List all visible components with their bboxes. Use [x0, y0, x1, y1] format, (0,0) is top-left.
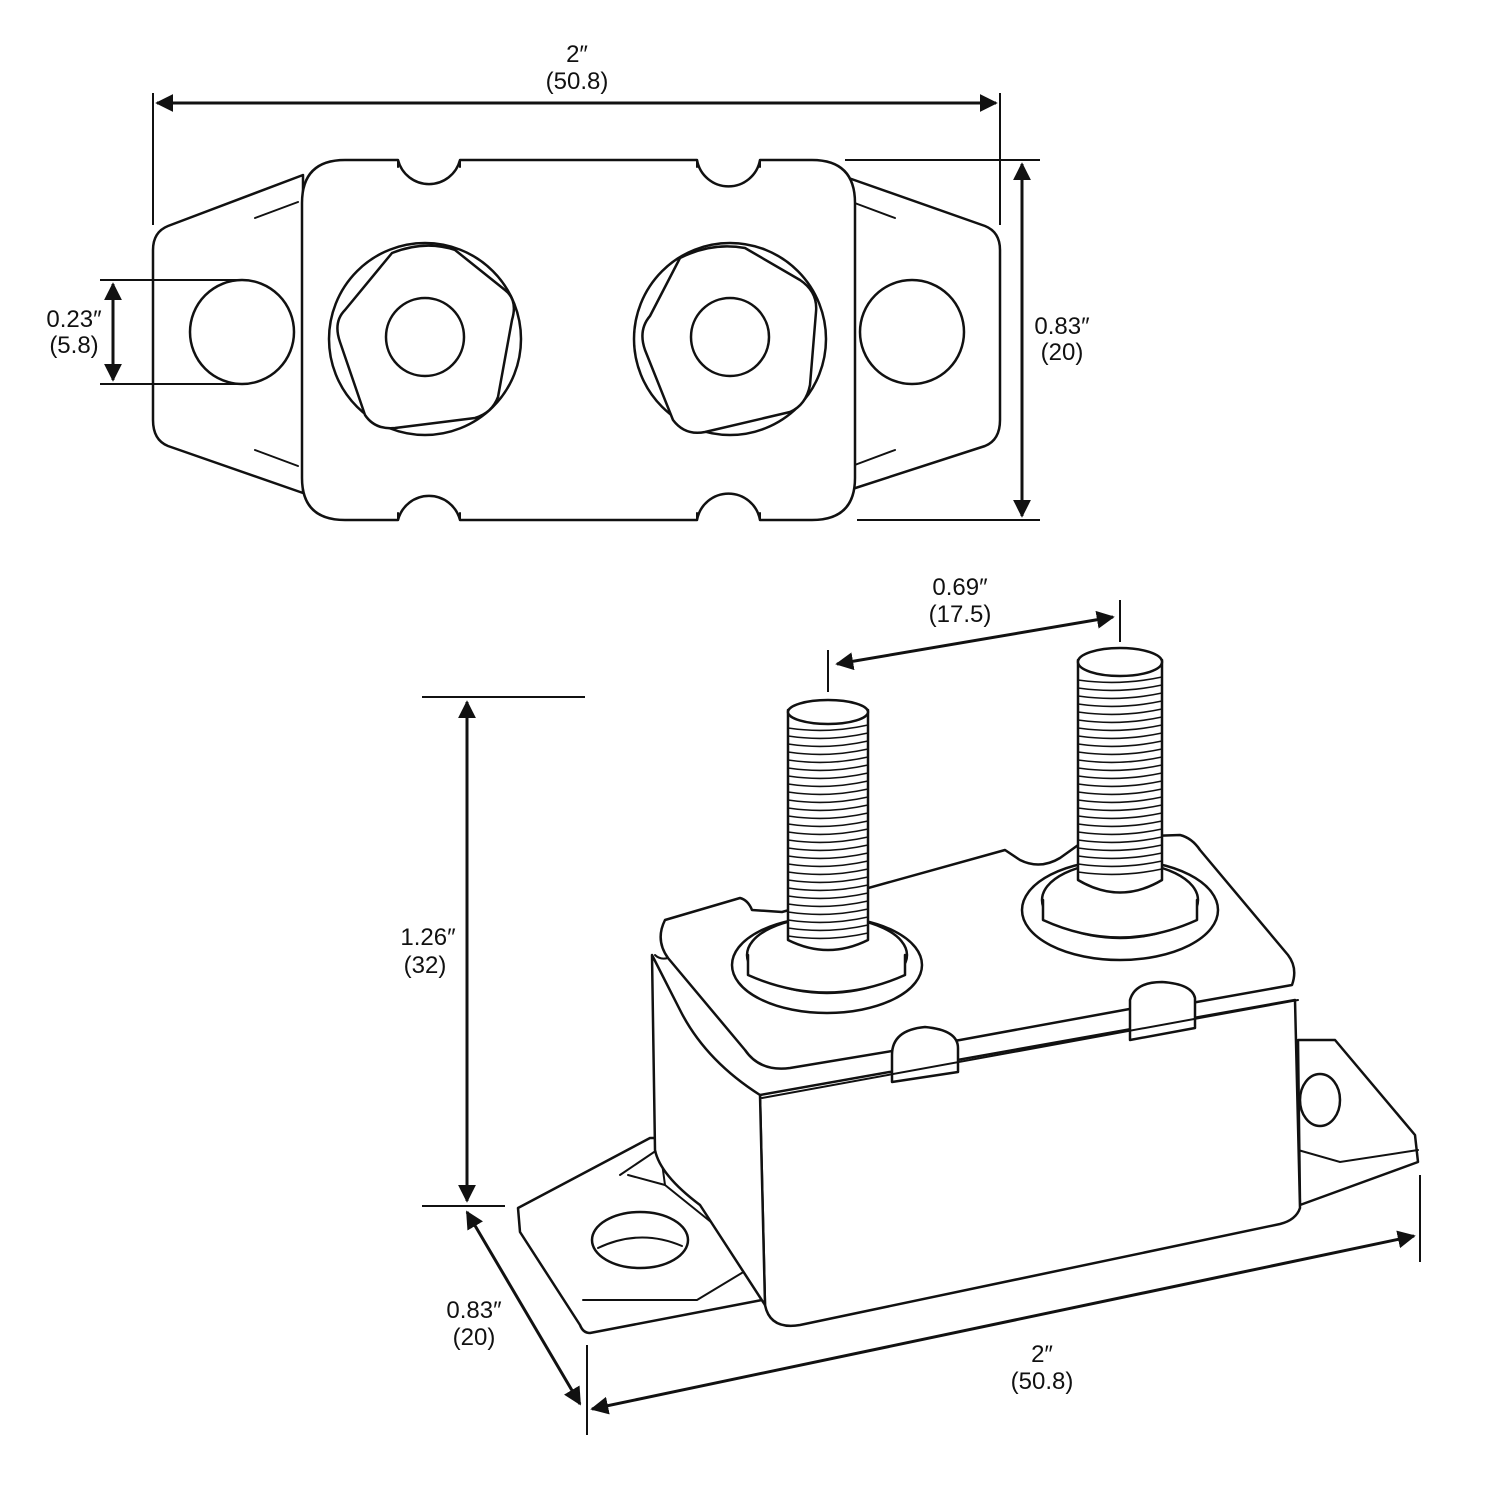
height-mm: (32): [404, 952, 447, 979]
stud-thread: [787, 804, 869, 812]
stud-thread: [787, 820, 869, 828]
stud-thread: [787, 764, 869, 772]
stud-thread: [787, 844, 869, 852]
stud-thread: [787, 900, 869, 908]
stud-thread: [1077, 700, 1163, 708]
stud-thread: [787, 860, 869, 868]
stud-thread: [787, 932, 869, 940]
top-length-inch: 2″: [566, 41, 588, 68]
stud-thread: [1077, 676, 1163, 684]
stud-thread: [787, 812, 869, 820]
stud-thread: [1077, 868, 1163, 876]
stud-thread: [1077, 796, 1163, 804]
stud-thread: [787, 796, 869, 804]
stud-thread: [1077, 692, 1163, 700]
stud-thread: [787, 836, 869, 844]
stud-thread: [1077, 724, 1163, 732]
stud-thread: [1077, 844, 1163, 852]
left-face: [650, 953, 767, 1307]
stud-thread: [787, 748, 869, 756]
stud-thread: [1077, 756, 1163, 764]
stud-thread: [787, 884, 869, 892]
terminal-1-stud-top: [786, 698, 870, 726]
stud-thread: [787, 780, 869, 788]
stud-thread: [1077, 812, 1163, 820]
top-width-mm: (20): [1041, 339, 1084, 366]
top-view: 2″ (50.8) 0.23″ (5.8) 0.83″ (20): [46, 41, 1090, 522]
stud-thread: [1077, 708, 1163, 716]
stud-thread: [787, 772, 869, 780]
stud-thread: [787, 732, 869, 740]
stud-thread: [1077, 836, 1163, 844]
stud-thread: [1077, 804, 1163, 812]
terminal-1-top: [327, 241, 523, 437]
stud-thread: [1077, 820, 1163, 828]
left-flange-hole: [590, 1210, 690, 1270]
terminal-2-stud-top: [1076, 646, 1164, 678]
stud-thread: [1077, 748, 1163, 756]
hole-diameter-inch: 0.23″: [46, 306, 102, 333]
terminal-2-stud: [1020, 646, 1220, 962]
stud-thread: [1077, 852, 1163, 860]
stud-thread: [787, 908, 869, 916]
stud-thread: [787, 868, 869, 876]
stud-thread: [1077, 828, 1163, 836]
stud-thread: [1077, 716, 1163, 724]
height-inch: 1.26″: [400, 924, 456, 951]
stud-thread: [787, 852, 869, 860]
iso-length-mm: (50.8): [1011, 1368, 1074, 1395]
terminal-2-top: [632, 241, 828, 437]
hole-diameter-mm: (5.8): [49, 332, 98, 359]
stud-thread: [787, 756, 869, 764]
stud-spacing-mm: (17.5): [929, 601, 992, 628]
right-mount-hole: [858, 278, 966, 386]
stud-thread: [1077, 780, 1163, 788]
stud-spacing-inch: 0.69″: [932, 574, 988, 601]
stud-thread: [787, 828, 869, 836]
iso-length-inch: 2″: [1031, 1341, 1053, 1368]
iso-width-inch: 0.83″: [446, 1297, 502, 1324]
stud-thread: [1077, 740, 1163, 748]
stud-thread: [787, 924, 869, 932]
stud-thread: [1077, 732, 1163, 740]
right-flange-hole: [1298, 1072, 1342, 1128]
stud-thread: [787, 916, 869, 924]
stud-thread: [1077, 860, 1163, 868]
stud-thread: [787, 892, 869, 900]
stud-thread: [787, 876, 869, 884]
stud-thread: [787, 788, 869, 796]
stud-thread: [1077, 684, 1163, 692]
terminal-1-stud: [730, 698, 924, 1015]
stud-thread: [787, 740, 869, 748]
stud-thread: [1077, 764, 1163, 772]
iso-view: 0.69″ (17.5) 1.26″ (32) 0.83″ (20) 2″ (5…: [400, 574, 1421, 1435]
top-length-mm: (50.8): [546, 68, 609, 95]
left-mount-hole: [188, 278, 296, 386]
stud-thread: [787, 724, 869, 732]
stud-thread: [1077, 788, 1163, 796]
stud-thread: [1077, 772, 1163, 780]
top-width-inch: 0.83″: [1034, 313, 1090, 340]
iso-width-mm: (20): [453, 1324, 496, 1351]
